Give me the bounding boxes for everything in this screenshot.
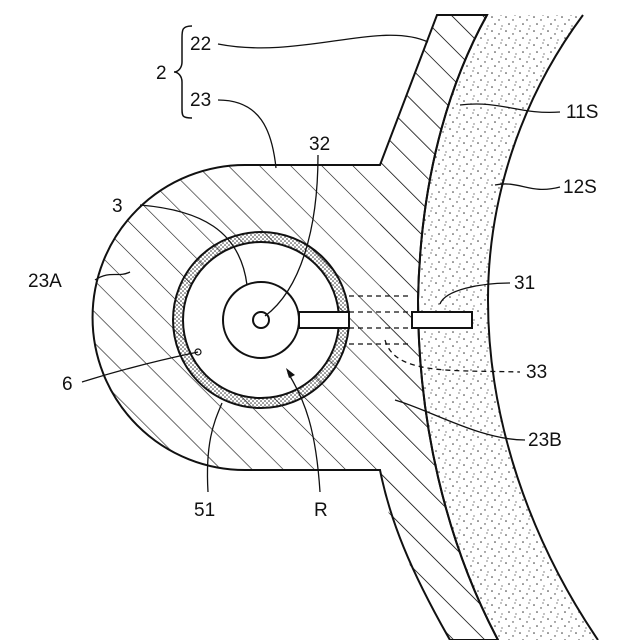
label-32: 32: [309, 134, 330, 155]
leader-22: [218, 35, 428, 48]
label-23: 23: [190, 90, 211, 111]
channel-31-outer: [412, 312, 472, 328]
label-r: R: [314, 500, 328, 521]
leader-12s: [495, 184, 560, 189]
label-23a: 23A: [28, 271, 62, 292]
label-31: 31: [514, 273, 535, 294]
label-22: 22: [190, 34, 211, 55]
label-33: 33: [526, 362, 547, 383]
label-11s: 11S: [566, 102, 598, 123]
label-51: 51: [194, 500, 215, 521]
label-3: 3: [112, 196, 123, 217]
leader-23: [218, 100, 276, 168]
label-2: 2: [156, 63, 167, 84]
label-23b: 23B: [528, 430, 562, 451]
channel-31-inner: [299, 312, 349, 328]
label-6: 6: [62, 374, 73, 395]
label-12s: 12S: [563, 177, 597, 198]
